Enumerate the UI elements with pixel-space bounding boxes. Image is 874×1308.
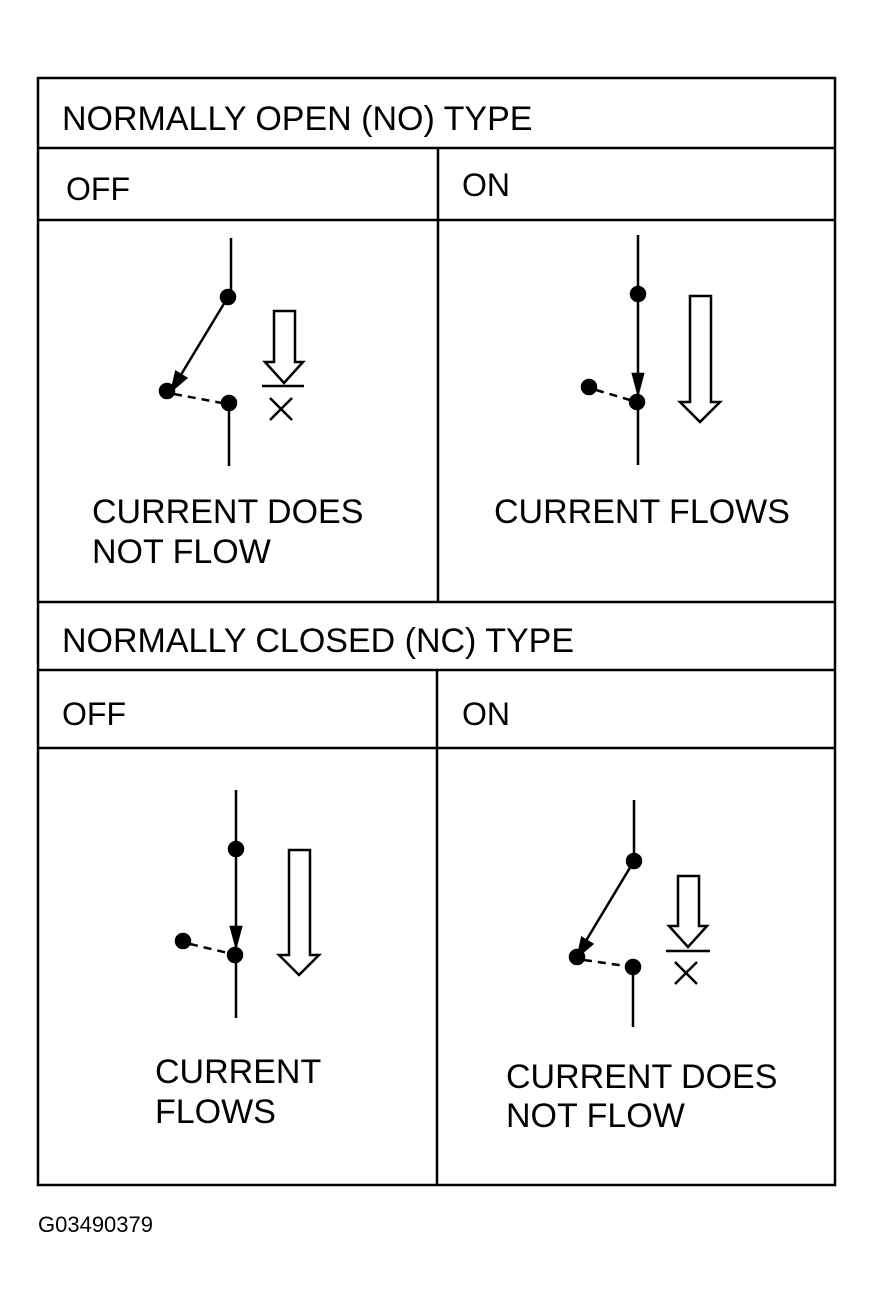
- no-on-label: ON: [462, 167, 510, 203]
- nc-on-switch-symbol: [568, 800, 643, 1027]
- dashed-link: [173, 392, 223, 405]
- dashed-link: [595, 388, 631, 402]
- no-off-caption-line1: CURRENT DOES: [92, 493, 363, 531]
- no-off-current-arrow-blocked: [262, 309, 306, 421]
- nc-on-current-arrow-blocked: [666, 874, 710, 985]
- switch-contact: [158, 382, 176, 400]
- down-arrow-icon: [262, 309, 306, 385]
- no-on-current-arrow: [676, 294, 724, 424]
- switch-blade: [582, 860, 636, 945]
- blade-arrowhead: [631, 372, 645, 398]
- nc-on-caption-line1: CURRENT DOES: [506, 1058, 777, 1096]
- nc-off-current-arrow: [275, 848, 323, 977]
- nc-off-label: OFF: [62, 696, 126, 732]
- section-title-no: NORMALLY OPEN (NO) TYPE: [62, 100, 532, 138]
- figure-code: G03490379: [38, 1212, 153, 1237]
- nc-off-caption-line2: FLOWS: [155, 1093, 276, 1131]
- switch-contact: [227, 840, 245, 858]
- no-off-switch-symbol: [158, 238, 238, 466]
- switch-contact: [629, 285, 647, 303]
- switch-contact: [226, 946, 244, 964]
- switch-contact: [568, 948, 586, 966]
- switch-blade: [177, 296, 230, 379]
- nc-on-label: ON: [462, 696, 510, 732]
- down-arrow-icon: [275, 848, 323, 977]
- switch-contact: [580, 378, 598, 396]
- blade-arrowhead: [169, 370, 189, 394]
- down-arrow-icon: [666, 874, 710, 949]
- x-mark-icon: [674, 961, 698, 985]
- nc-off-switch-symbol: [174, 790, 245, 1018]
- blade-arrowhead: [229, 925, 243, 951]
- section-title-nc: NORMALLY CLOSED (NC) TYPE: [62, 622, 574, 660]
- x-mark-icon: [269, 397, 293, 421]
- no-on-caption: CURRENT FLOWS: [494, 493, 790, 531]
- switch-contact: [174, 932, 192, 950]
- dashed-link: [583, 958, 627, 968]
- switch-contact: [628, 393, 646, 411]
- dashed-link: [189, 942, 229, 955]
- no-on-switch-symbol: [580, 235, 647, 465]
- nc-on-caption-line2: NOT FLOW: [506, 1097, 685, 1135]
- down-arrow-icon: [676, 294, 724, 424]
- no-off-caption-line2: NOT FLOW: [92, 533, 271, 571]
- no-off-label: OFF: [66, 171, 130, 207]
- nc-off-caption-line1: CURRENT: [155, 1053, 321, 1091]
- table-frame: [36, 76, 837, 1187]
